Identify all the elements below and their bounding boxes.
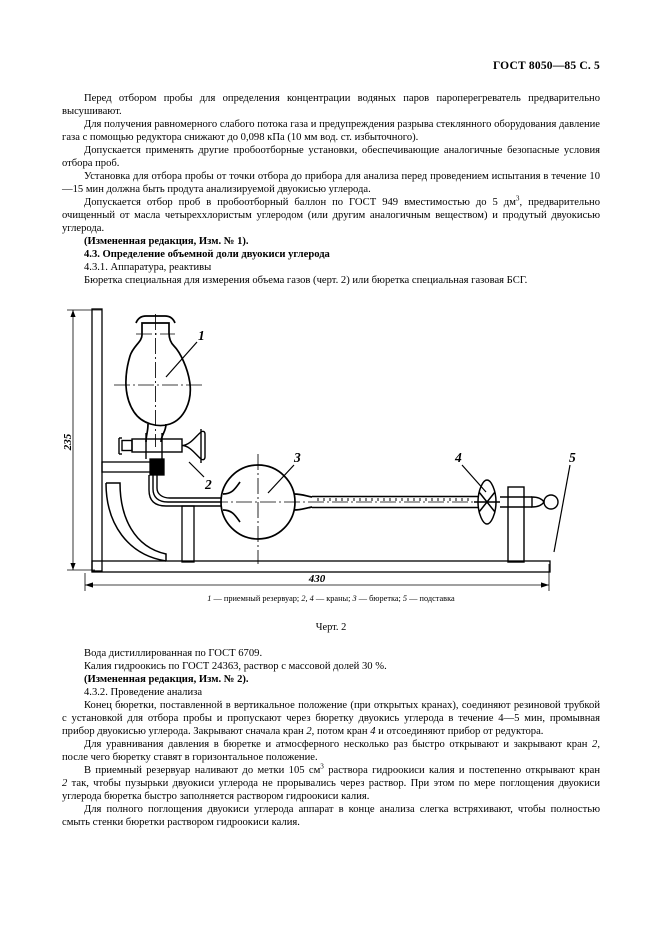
flask-axis-lines	[114, 314, 202, 447]
paragraph-analysis-step-4: Для полного поглощения двуокиси углерода…	[62, 804, 600, 828]
stand-vertical-post	[91, 308, 103, 572]
legend-num-5: 5	[402, 594, 408, 603]
heading-section-4-3-1: 4.3.1. Аппаратура, реактивы	[84, 262, 212, 273]
dimension-label-height: 235	[62, 433, 74, 451]
paragraph-potassium-hydroxide: Калия гидроокись по ГОСТ 24363, раствор …	[84, 661, 387, 672]
callout-label-2: 2	[204, 477, 212, 492]
inline-valve-ref-2b: 2	[592, 739, 598, 750]
burette-bulb-axis	[212, 454, 482, 564]
superscript-cubic-cm: 3	[320, 762, 324, 771]
legend-text-2-4: — краны;	[313, 594, 353, 603]
legend-num-3: 3	[352, 594, 357, 603]
figure-apparatus-diagram: 1 2 3 4 5 235 430	[62, 302, 600, 642]
callout-label-3: 3	[293, 450, 301, 465]
callout-leader-lines	[165, 341, 571, 553]
apparatus-svg: 1 2 3 4 5 235 430	[62, 308, 576, 591]
paragraph-sampling-line-purge: Установка для отбора пробы от точки отбо…	[62, 171, 600, 195]
burette-graduation-ticks	[317, 498, 469, 501]
paragraph-gas-flow-reducer: Для получения равномерного слабого поток…	[62, 119, 600, 143]
dimension-length-430	[84, 564, 550, 591]
paragraph-analysis-step-3: В приемный резервуар наливают до метки 1…	[62, 762, 601, 802]
paragraph-sampling-cylinder: Допускается отбор проб в пробоотборный б…	[62, 194, 600, 234]
paragraph-analysis-step-1: Конец бюретки, поставленной в вертикальн…	[62, 700, 600, 737]
paragraph-distilled-water: Вода дистиллированная по ГОСТ 6709.	[84, 648, 263, 659]
dimension-label-length: 430	[308, 573, 326, 585]
callout-label-4: 4	[454, 450, 462, 465]
inline-valve-ref-4: 4	[370, 726, 376, 737]
body-text-top: Перед отбором пробы для определения конц…	[62, 92, 600, 287]
paragraph-revision-note-1: (Измененная редакция, Изм. № 1).	[84, 236, 249, 247]
heading-section-4-3: 4.3. Определение объемной доли двуокиси …	[84, 249, 330, 260]
stand-base-plate	[91, 560, 551, 573]
page-header-standard-number: ГОСТ 8050—85 С. 5	[492, 60, 600, 72]
legend-num-2-4: 2, 4	[301, 594, 314, 603]
stopcock-valve-2	[118, 429, 206, 463]
burette-outlet-and-column	[500, 486, 559, 563]
figure-legend: 1 — приемный резервуар; 2, 4 — краны; 3 …	[62, 594, 600, 603]
flask-clamp	[101, 458, 165, 476]
connecting-tube	[148, 475, 222, 507]
stopcock-valve-4	[474, 479, 500, 525]
callout-label-5: 5	[569, 450, 576, 465]
receiving-reservoir-flask	[125, 315, 192, 443]
figure-number: Черт. 2	[315, 622, 347, 633]
tube-support-prop	[181, 505, 195, 563]
inline-valve-ref-2: 2	[306, 726, 312, 737]
paragraph-analysis-step-2: Для уравнивания давления в бюретке и атм…	[62, 739, 600, 763]
paragraph-superheater-drying: Перед отбором пробы для определения конц…	[62, 93, 600, 117]
superscript-cubic: 3	[515, 194, 520, 203]
callout-label-1: 1	[198, 328, 205, 343]
paragraph-revision-note-2: (Измененная редакция, Изм. № 2).	[84, 674, 249, 685]
curved-support-bracket	[105, 482, 167, 562]
legend-text-3: — бюретка;	[356, 594, 403, 603]
body-text-bottom: Вода дистиллированная по ГОСТ 6709. Кали…	[62, 647, 600, 829]
paragraph-other-sampling-units: Допускается применять другие пробоотборн…	[62, 145, 600, 169]
legend-text-5: — подставка	[407, 594, 455, 603]
inline-valve-ref-2c: 2	[62, 778, 68, 789]
heading-section-4-3-2: 4.3.2. Проведение анализа	[84, 687, 203, 698]
legend-num-1: 1	[207, 594, 212, 603]
dimension-height-235	[67, 309, 102, 571]
legend-text-1: — приемный резервуар;	[211, 594, 302, 603]
paragraph-burette-description: Бюретка специальная для измерения объема…	[84, 275, 528, 286]
burette-graduated-stem	[312, 495, 478, 509]
